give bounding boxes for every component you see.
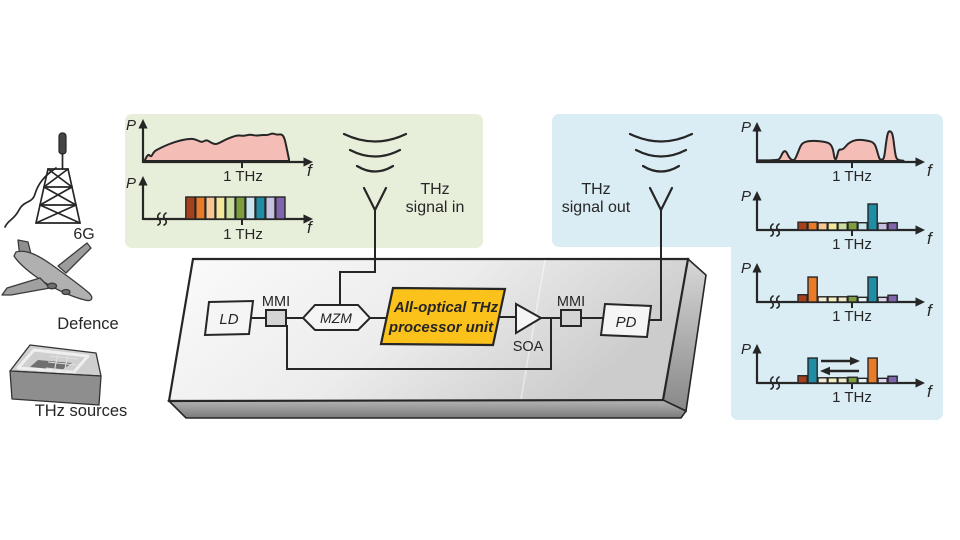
waveguides <box>250 210 662 370</box>
swap-arrows-icon <box>820 356 860 376</box>
pd-box <box>599 302 653 339</box>
pd-to-antenna-line <box>648 210 662 321</box>
pd-label: PD <box>616 314 637 331</box>
plot-output-swapped-tones: P f 1 THz <box>741 341 934 406</box>
tick-label: 1 THz <box>832 236 872 253</box>
thz-signal-out-line1: THz <box>581 181 610 198</box>
wave-arc-icon <box>634 148 688 158</box>
antenna-out <box>628 132 694 212</box>
tick-label: 1 THz <box>832 308 872 325</box>
x-axis-label: f <box>927 301 934 320</box>
plot-output-spectrum: P f 1 THz <box>741 119 934 185</box>
wave-arc-icon <box>355 164 395 173</box>
x-axis-label: f <box>927 382 934 401</box>
y-axis-label: P <box>741 188 751 205</box>
comb-bars <box>797 357 898 384</box>
output-panel-blue-right <box>731 114 943 420</box>
axis-break-icon <box>769 223 781 237</box>
comb-bars <box>797 276 898 303</box>
x-axis-label: f <box>307 161 314 180</box>
plot-output-filtered-comb: P f 1 THz <box>741 188 934 253</box>
plane-label: Defence <box>57 315 118 333</box>
ld-label: LD <box>219 311 238 328</box>
mzm-label: MZM <box>320 310 352 326</box>
plot-input-comb: P f 1 THz <box>126 175 314 243</box>
plot-input-spectrum: P f 1 THz <box>126 117 314 185</box>
thz-sources-label: THz sources <box>35 402 128 420</box>
chip-front-facet <box>167 399 688 419</box>
axis-break-icon <box>769 295 781 309</box>
antenna-to-mzm-line <box>339 210 376 306</box>
mmi-out-label: MMI <box>557 294 585 310</box>
y-axis-label: P <box>741 260 751 277</box>
spectrum-area <box>757 130 905 162</box>
wave-arc-icon <box>342 132 408 143</box>
wave-arc-icon <box>628 132 694 143</box>
soa-amplifier-triangle <box>515 302 543 335</box>
spectrum-area <box>144 132 290 162</box>
wave-arc-icon <box>641 164 681 173</box>
6g-tower-icon <box>4 132 81 228</box>
x-axis-label: f <box>307 218 314 237</box>
wave-arc-icon <box>348 148 402 158</box>
tower-label: 6G <box>73 226 94 243</box>
comb-bars <box>185 196 286 220</box>
feed-cable <box>4 167 57 228</box>
output-panel-blue-left <box>552 114 742 247</box>
defence-plane-icon <box>1 239 93 302</box>
y-axis-label: P <box>741 341 751 358</box>
bypass-waveguide <box>286 319 552 370</box>
x-axis-label: f <box>927 161 934 180</box>
x-axis-label: f <box>927 229 934 248</box>
mmi-out-box <box>560 309 582 327</box>
thz-signal-in-line1: THz <box>420 181 449 198</box>
y-axis-label: P <box>126 175 136 192</box>
photonic-chip: LD MMI MZM All-optical THz processor uni… <box>167 210 707 419</box>
y-axis-label: P <box>741 119 751 136</box>
processor-label-line1: All-optical THz <box>393 299 499 316</box>
tick-label: 1 THz <box>832 389 872 406</box>
soa-label: SOA <box>513 339 544 355</box>
tick-label: 1 THz <box>832 168 872 185</box>
ld-box <box>203 299 255 337</box>
axis-break-icon <box>156 212 168 226</box>
processor-unit-box <box>379 286 507 347</box>
thz-signal-in-line2: signal in <box>406 199 465 216</box>
thz-source-chip-icon <box>9 344 102 406</box>
antenna-in <box>342 132 408 212</box>
plot-output-two-tone: P f 1 THz <box>741 260 934 325</box>
thz-signal-out-line2: signal out <box>562 199 631 216</box>
chip-seam <box>520 259 546 400</box>
axis-break-icon <box>769 376 781 390</box>
comb-bars <box>797 203 898 231</box>
mzm-hexagon <box>301 304 372 331</box>
mmi-in-box <box>265 309 287 327</box>
y-axis-label: P <box>126 117 136 134</box>
tick-label: 1 THz <box>223 168 263 185</box>
tick-label: 1 THz <box>223 226 263 243</box>
processor-label-line2: processor unit <box>388 319 494 336</box>
mmi-in-label: MMI <box>262 294 290 310</box>
